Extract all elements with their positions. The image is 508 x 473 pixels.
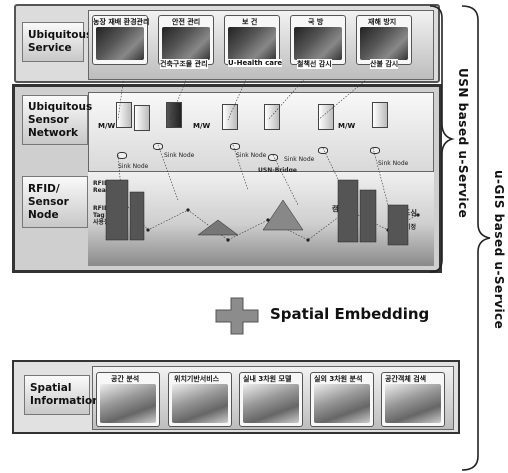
service-bottom-label: 산불 감시	[370, 59, 399, 69]
plus-icon	[215, 297, 259, 335]
service-tile-farm	[92, 15, 148, 65]
sink-node-icon	[117, 152, 127, 159]
sink-node-label: Sink Node	[118, 163, 149, 170]
spatial-tile-label: 공간 분석	[111, 375, 140, 383]
server-icon	[264, 104, 280, 130]
spatial-tile	[239, 372, 303, 427]
rfid-reader-label: RFID Reader	[93, 180, 118, 194]
sink-node-icon	[153, 143, 163, 150]
mw-label: M/W	[338, 122, 356, 130]
sink-node-icon	[318, 147, 328, 154]
service-top-label: 재해 방지	[368, 18, 397, 26]
service-bottom-label: U-Health care	[228, 59, 283, 67]
rfid-tag-label: RFID Tag 사용정보	[93, 205, 116, 226]
ugis-brace	[461, 5, 491, 471]
spatial-tile	[96, 372, 160, 427]
spatial-tile-label: 실내 3차원 모델	[243, 375, 292, 383]
service-top-label: 보 건	[242, 18, 258, 26]
spatial-information-label: Spatial Information	[24, 375, 100, 415]
sink-node-icon	[268, 154, 278, 161]
spatial-tile	[381, 372, 445, 427]
rfid-scene	[88, 172, 434, 266]
service-top-label: 안전 관리	[172, 18, 201, 26]
server-icon	[372, 102, 388, 128]
sink-node-label: Sink Node	[164, 152, 195, 159]
spatial-embedding-title: Spatial Embedding	[270, 305, 430, 323]
usn-bridge-label: USN-Bridge	[258, 167, 297, 174]
service-top-label: 국 방	[308, 18, 324, 26]
service-bottom-label: 건축구조물 관리	[160, 59, 208, 69]
service-tile-defense	[290, 15, 346, 65]
service-tile-safety	[158, 15, 214, 65]
usn-brace	[429, 5, 455, 273]
ugis-service-label: u-GIS based u-Service	[492, 170, 506, 330]
service-top-label: 농장 재배 환경관리	[93, 18, 150, 26]
smoke-label: 기정	[405, 224, 417, 231]
spatial-tile	[310, 372, 374, 427]
server-icon	[166, 102, 182, 128]
spatial-tile	[168, 372, 232, 427]
usn-label: Ubiquitous Sensor Network	[22, 95, 92, 145]
sink-node-label: Sink Node	[284, 156, 315, 163]
sink-node-label: Sink Node	[236, 152, 267, 159]
sink-node-label: Sink Node	[378, 160, 409, 167]
server-icon	[134, 105, 150, 131]
mw-label: M/W	[193, 122, 211, 130]
city-label: 도심	[404, 209, 417, 217]
service-tile-disaster	[356, 15, 412, 65]
service-bottom-label: 철책선 감시	[297, 59, 332, 69]
server-icon	[318, 104, 334, 130]
spatial-tile-label: 실외 3차원 분석	[314, 375, 363, 383]
rfid-label: RFID/ Sensor Node	[22, 176, 88, 228]
spatial-tile-label: 공간객체 검색	[385, 375, 427, 383]
spatial-tile-label: 위치기반서비스	[174, 375, 220, 383]
server-icon	[116, 102, 132, 128]
sink-node-icon	[370, 147, 380, 154]
network-lines	[105, 80, 420, 246]
sink-node-icon	[230, 143, 240, 150]
ubiquitous-service-label: Ubiquitous Service	[22, 22, 92, 62]
server-icon	[222, 104, 238, 130]
mw-label: M/W	[98, 122, 116, 130]
service-tile-health	[224, 15, 280, 65]
